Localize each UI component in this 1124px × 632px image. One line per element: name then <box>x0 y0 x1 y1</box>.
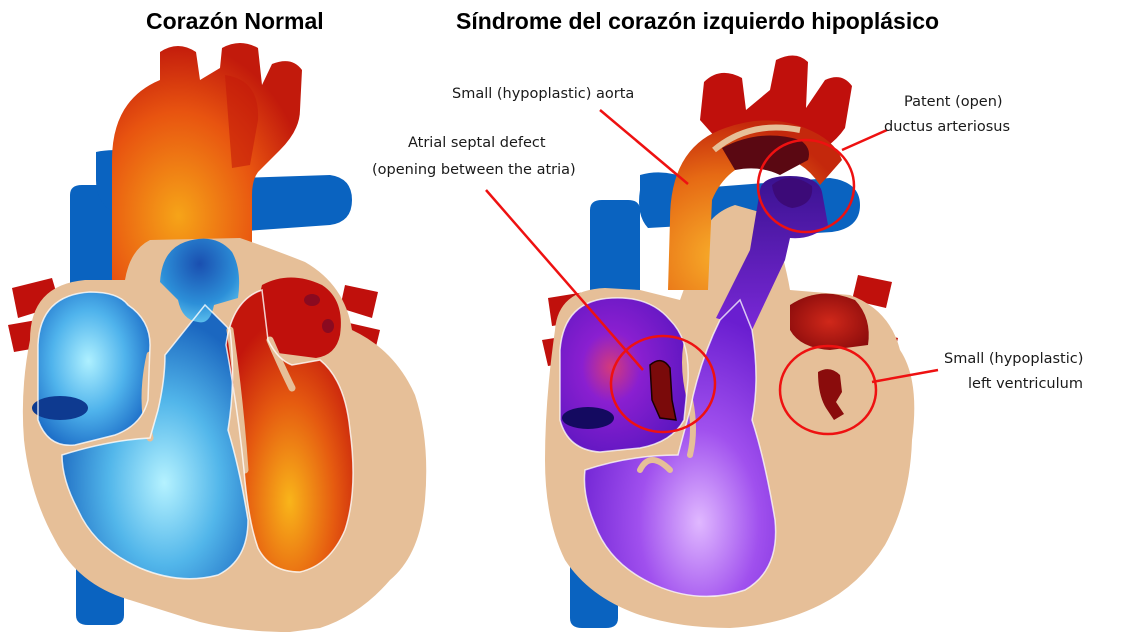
label-asd-line1: Atrial septal defect <box>408 135 546 151</box>
label-asd-line2: (opening between the atria) <box>372 162 576 178</box>
pointer-aorta <box>600 110 688 184</box>
label-small-aorta: Small (hypoplastic) aorta <box>452 86 634 102</box>
hlhs-coronary-sinus <box>562 407 614 429</box>
label-lv-line1: Small (hypoplastic) <box>944 351 1083 367</box>
right-atrium <box>38 292 150 445</box>
hlhs-heart: Small (hypoplastic) aorta Atrial septal … <box>372 55 1083 628</box>
mitral-leaflet-dark-2 <box>322 319 334 333</box>
pointer-ductus <box>842 130 887 150</box>
label-pda-line1: Patent (open) <box>904 94 1003 110</box>
label-lv-line2: left ventriculum <box>968 376 1083 392</box>
coronary-sinus <box>32 396 88 420</box>
normal-heart <box>8 43 426 632</box>
label-pda-line2: ductus arteriosus <box>884 119 1010 135</box>
mitral-leaflet-dark <box>304 294 320 306</box>
